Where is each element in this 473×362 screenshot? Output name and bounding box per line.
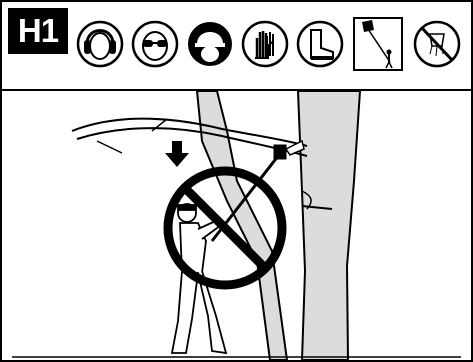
illustration-scene [2,91,471,360]
gloves-icon [240,16,290,72]
no-rain-icon [412,16,462,72]
eye-protection-icon [130,16,180,72]
hearing-protection-icon [75,16,125,72]
step-label: H1 [8,8,68,54]
tree-trunk [298,91,360,360]
tree-cutting-illustration [2,91,471,360]
down-arrow-icon [165,141,189,167]
boots-icon [295,16,345,72]
safety-header: H1 [2,2,471,91]
pole-saw-operation-icon [352,16,404,72]
helmet-icon [185,16,235,72]
